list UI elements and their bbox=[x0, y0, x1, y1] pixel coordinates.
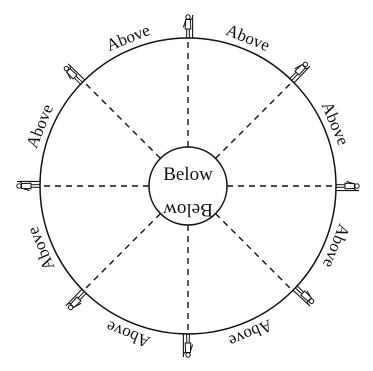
dashed-ray bbox=[216, 81, 293, 158]
outer-label-above: Above bbox=[319, 221, 354, 270]
standing-figure-icon bbox=[17, 180, 40, 191]
standing-figure-icon bbox=[336, 181, 359, 192]
outer-label-above: Above bbox=[223, 20, 272, 55]
dashed-ray bbox=[83, 81, 160, 158]
outer-label-above: Above bbox=[104, 317, 153, 352]
standing-figure-icon bbox=[65, 288, 89, 312]
outer-label-above: Above bbox=[22, 102, 57, 151]
dashed-ray bbox=[83, 214, 160, 291]
standing-figure-icon bbox=[183, 15, 194, 38]
standing-figure-icon bbox=[292, 284, 316, 308]
standing-figure-icon bbox=[182, 334, 193, 357]
standing-figure-icon bbox=[287, 60, 311, 84]
outer-label-above: Above bbox=[104, 20, 153, 55]
inner-label-top: Below bbox=[163, 164, 213, 185]
inner-label-bottom: Below bbox=[163, 199, 213, 220]
standing-figure-icon bbox=[62, 63, 86, 87]
dashed-ray bbox=[216, 214, 293, 291]
